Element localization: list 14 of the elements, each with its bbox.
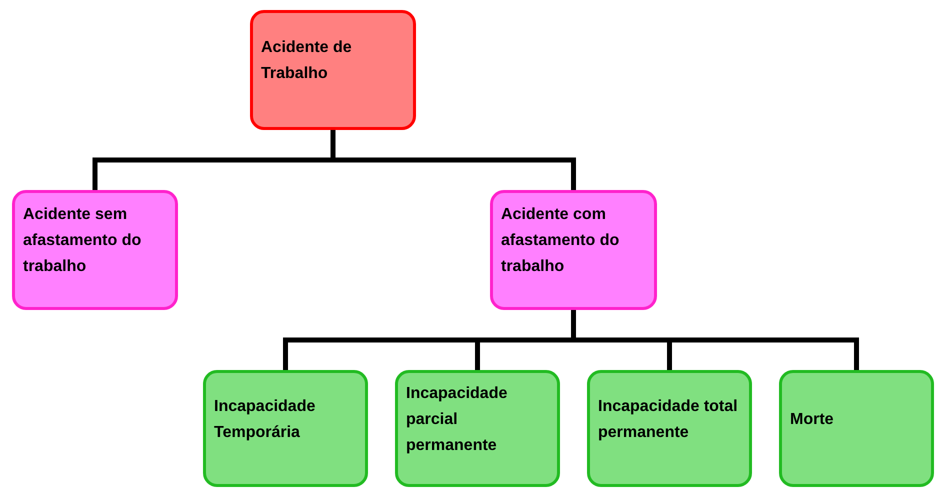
box-label: Incapacidade parcial permanente: [406, 384, 508, 456]
box-label: Acidente de Trabalho: [261, 38, 353, 84]
chart-box: [250, 10, 416, 130]
chart-box: [587, 370, 752, 487]
chart-box: [395, 370, 560, 487]
chart-box: [779, 370, 934, 487]
chart-box: [490, 190, 657, 310]
chart-box: [12, 190, 178, 310]
chart-box: [203, 370, 368, 487]
box-label: Acidente com afastamento do trabalho: [501, 205, 620, 277]
box-label: Incapacidade Temporária: [214, 396, 316, 442]
box-label: Morte: [790, 410, 835, 430]
box-label: Acidente sem afastamento do trabalho: [23, 205, 142, 277]
box-label: Incapacidade total permanente: [598, 396, 739, 442]
